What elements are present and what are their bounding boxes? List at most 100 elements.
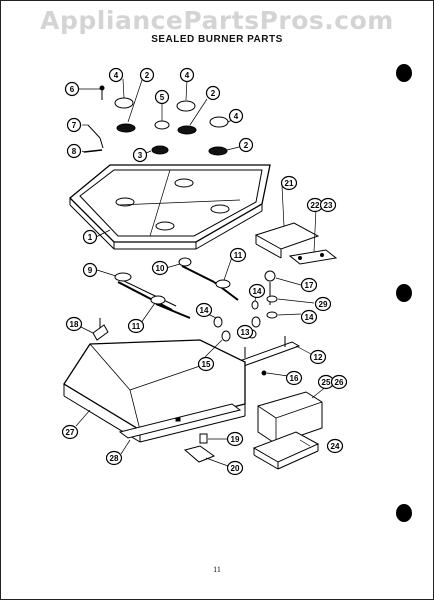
callout-number: 23 [324,201,333,210]
callout-24: 24 [326,438,344,454]
callout-circle [197,356,215,372]
callout-circle [238,137,254,153]
callout-circle [314,296,332,312]
callout-number: 18 [70,320,79,329]
callout-5: 5 [154,89,170,105]
callout-23: 23 [319,197,337,213]
callout-4: 4 [228,108,244,124]
callout-number: 2 [145,71,150,80]
clip-part [92,318,109,341]
callout-circle [61,424,79,440]
callout-26: 26 [330,374,348,390]
callout-2: 2 [139,67,155,83]
callout-number: 4 [114,71,119,80]
diagram-title: SEALED BURNER PARTS [151,34,283,45]
small-bracket-parts [183,433,216,463]
cooktop-part [69,164,271,250]
callout-6: 6 [64,81,80,97]
screw-parts [83,85,105,153]
callout-circle [132,147,148,163]
callout-17: 17 [300,277,318,293]
callout-number: 11 [132,322,141,331]
callout-circle [127,318,145,334]
callout-7: 7 [66,117,82,133]
callout-circle [108,67,124,83]
callout-16: 16 [285,370,303,386]
callout-13: 13 [236,324,254,340]
callout-number: 20 [231,464,240,473]
shield-parts [252,391,323,470]
callout-circle [229,247,247,263]
callout-4: 4 [108,67,124,83]
watermark: AppliancePartsPros.com [40,6,394,35]
callout-number: 14 [253,287,262,296]
callout-number: 12 [314,353,323,362]
callout-circle [64,81,80,97]
callout-circle [228,108,244,124]
callout-circle [309,349,327,365]
callout-number: 9 [88,266,93,275]
callout-number: 2 [244,141,249,150]
callout-11: 11 [127,318,145,334]
callout-circle [248,283,266,299]
callout-3: 3 [132,147,148,163]
callout-4: 4 [179,67,195,83]
callout-number: 16 [290,374,299,383]
callout-circle [226,460,244,476]
callout-circle [330,374,348,390]
callout-circle [66,117,82,133]
page-number: 11 [213,565,221,574]
binder-hole-bottom [396,504,412,522]
callout-1: 1 [82,229,98,245]
callout-circle [285,370,303,386]
callout-20: 20 [226,460,244,476]
callout-number: 4 [185,71,190,80]
callout-number: 14 [305,313,314,322]
callout-9: 9 [82,262,98,278]
callout-15: 15 [197,356,215,372]
leader-lines [75,78,328,467]
binder-hole-middle [396,284,412,302]
callout-22: 22 [306,197,324,213]
callout-circle [66,143,82,159]
burner-tube-parts [114,257,239,319]
callout-29: 29 [314,296,332,312]
callout-2: 2 [205,85,221,101]
callout-number: 22 [311,201,320,210]
burner-cap-parts [114,97,229,130]
callout-10: 10 [151,260,169,276]
callout-number: 3 [138,151,143,160]
callout-21: 21 [280,175,298,191]
callout-number: 6 [70,85,75,94]
valve-parts [213,270,278,342]
callout-18: 18 [65,316,83,332]
callout-circle [300,277,318,293]
callout-number: 5 [160,93,165,102]
callout-number: 19 [231,435,240,444]
callout-circle [195,302,213,318]
callout-circle [105,450,123,466]
callout-14: 14 [300,309,318,325]
callout-11: 11 [229,247,247,263]
callout-number: 17 [305,281,314,290]
callout-number: 2 [211,89,216,98]
callout-14: 14 [248,283,266,299]
callout-number: 13 [241,328,250,337]
callout-27: 27 [61,424,79,440]
callout-circle [154,89,170,105]
callout-8: 8 [66,143,82,159]
callout-number: 10 [156,264,165,273]
callout-number: 15 [202,360,211,369]
callout-number: 27 [66,428,75,437]
callout-number: 14 [200,306,209,315]
callout-circle [326,438,344,454]
callout-circle [319,197,337,213]
callout-circle [82,262,98,278]
callout-number: 1 [88,233,93,242]
burner-head-parts [116,123,228,156]
callout-number: 28 [110,454,119,463]
bracket-parts [254,222,338,265]
callout-number: 26 [335,378,344,387]
